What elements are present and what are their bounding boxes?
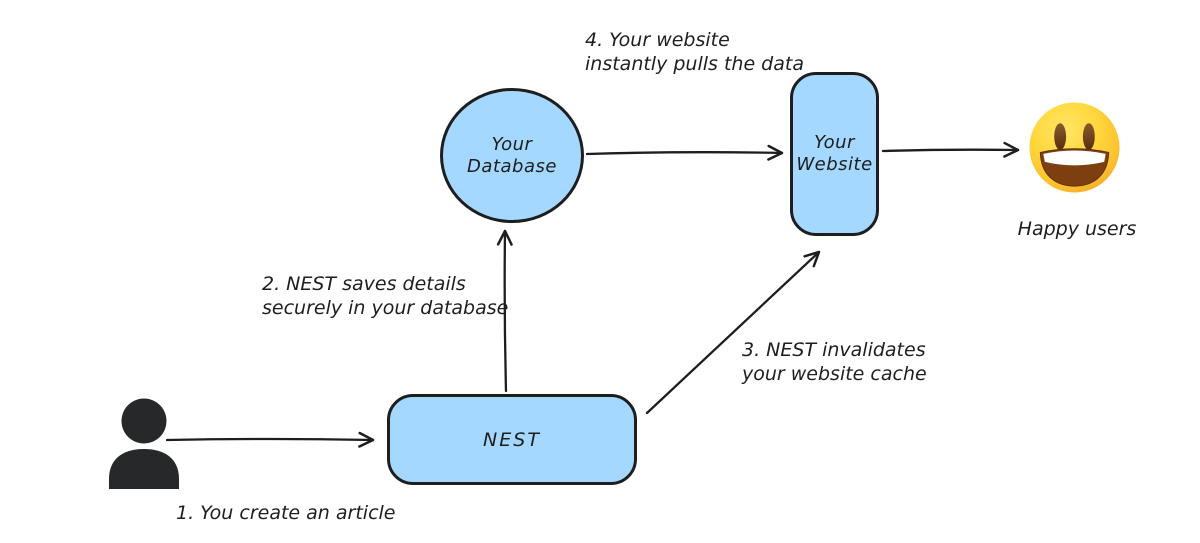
step3-line1: 3. NEST invalidates [742,339,926,361]
nest-label: NEST [483,428,541,451]
step2-line1: 2. NEST saves details [262,273,466,295]
node-your-database: Your Database [440,88,584,223]
step1-line1: 1. You create an article [176,502,396,524]
person-icon [109,398,179,489]
website-label-line1: Your [814,132,855,153]
node-nest: NEST [387,394,637,485]
database-label-line1: Your [491,133,533,155]
step4-line2: instantly pulls the data [585,53,804,75]
arrow-database-to-website [585,144,784,161]
step3-label: 3. NEST invalidates your website cache [742,338,927,386]
website-label-line2: Website [796,154,873,175]
step1-label: 1. You create an article [176,501,395,525]
database-label-line2: Database [467,155,557,177]
arrow-nest-to-website [645,250,821,415]
step4-line1: 4. Your website [585,29,730,51]
arrow-person-to-nest [165,431,375,448]
step4-label: 4. Your website instantly pulls the data [585,28,804,76]
step2-label: 2. NEST saves details securely in your d… [262,272,508,320]
happy-users-label: Happy users [1017,218,1137,240]
step3-line2: your website cache [742,363,927,385]
arrow-website-to-happy-users [881,141,1020,158]
node-your-website: Your Website [790,72,879,236]
step2-line2: securely in your database [262,297,509,319]
grinning-face-emoji [1029,102,1120,193]
